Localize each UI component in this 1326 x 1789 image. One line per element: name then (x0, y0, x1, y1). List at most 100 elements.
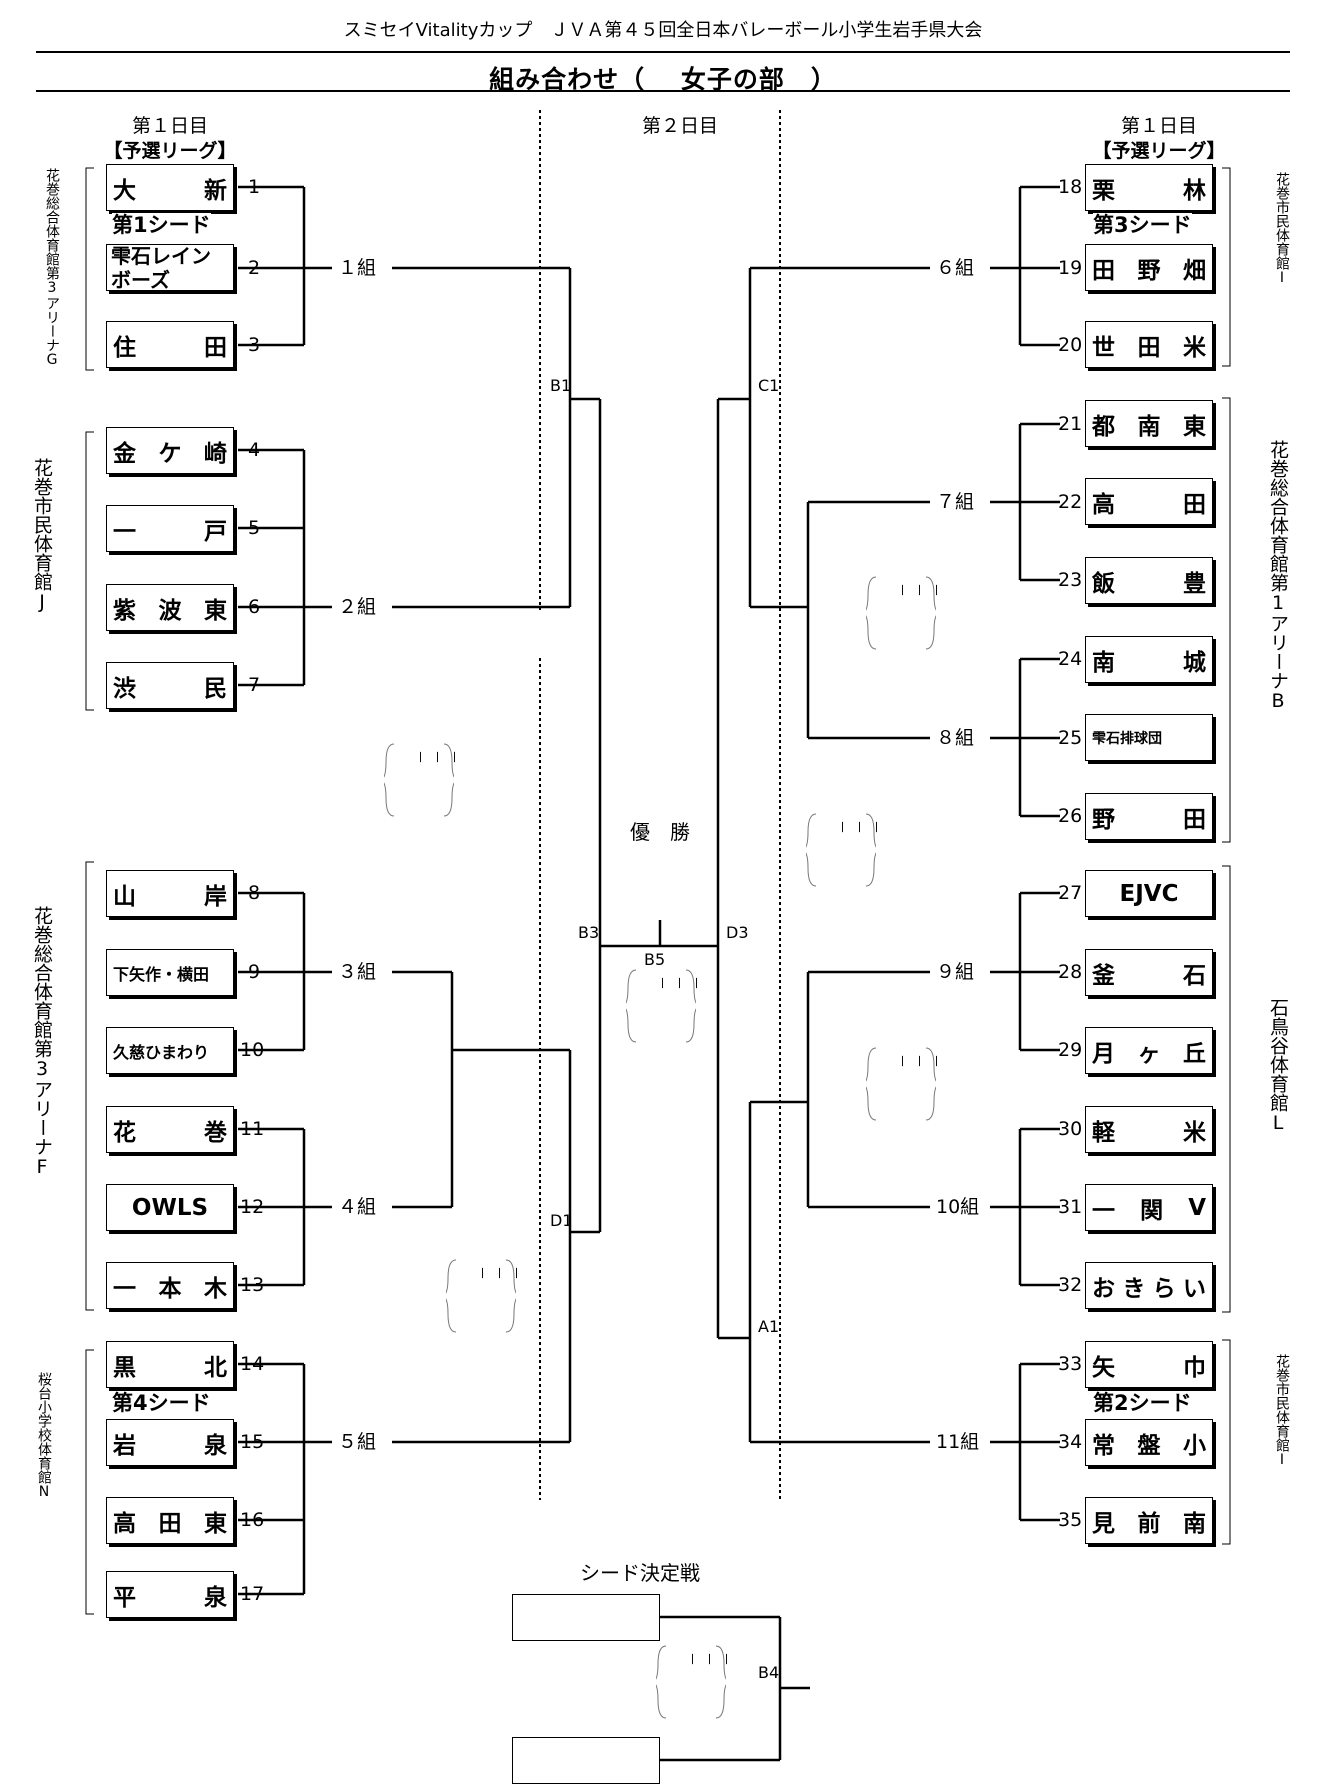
score-brace-icon (866, 1047, 936, 1121)
score-blank-text: －－－ (653, 976, 703, 996)
team-number: 23 (1058, 569, 1083, 591)
group-label: ９組 (932, 961, 979, 983)
block-label-d3: D3 (726, 923, 749, 942)
team-number: 4 (248, 439, 261, 461)
score-blank-text: －－－ (893, 1054, 943, 1074)
score-brace-icon (626, 969, 696, 1043)
team-box: 田野畑 (1085, 244, 1213, 291)
team-number: 2 (248, 257, 261, 279)
team-box: 世田米 (1085, 321, 1213, 368)
score-blank-text: －－－ (683, 1652, 733, 1672)
team-box: 平泉 (106, 1571, 234, 1618)
block-label-b1: B1 (550, 376, 572, 395)
team-number: 14 (240, 1353, 265, 1375)
group-label: ３組 (334, 961, 381, 983)
team-box: 雫石レインボーズ (106, 244, 234, 292)
group-label: ７組 (932, 491, 979, 513)
team-number: 11 (240, 1118, 265, 1140)
team-box: OWLS (106, 1184, 234, 1231)
day1-right: 第１日目 (1120, 115, 1197, 137)
team-box: 高田 (1085, 478, 1213, 525)
day1-left: 第１日目 (131, 115, 208, 137)
team-number: 17 (240, 1583, 265, 1605)
block-label-a1: A1 (758, 1317, 780, 1336)
team-box: 栗林 (1085, 164, 1213, 211)
team-number: 1 (248, 176, 261, 198)
seed-label-4: 第4シード (112, 1391, 211, 1415)
venue-right-2: 花巻総合体育館第1アリーナB (1267, 440, 1289, 712)
venue-left-2: 花巻市民体育館J (31, 458, 53, 613)
team-box: 常盤小 (1085, 1419, 1213, 1466)
block-label-c1: C1 (758, 376, 780, 395)
seed-label-3: 第3シード (1093, 213, 1192, 237)
seed-match-title: シード決定戦 (580, 1561, 700, 1585)
group-label: 11組 (932, 1431, 984, 1453)
team-box: 雫石排球団 (1085, 714, 1213, 761)
team-number: 3 (248, 334, 261, 356)
champion-label: 優 勝 (630, 820, 690, 844)
team-number: 12 (240, 1196, 265, 1218)
team-box: 見前南 (1085, 1497, 1213, 1544)
team-number: 20 (1058, 334, 1083, 356)
team-box: 岩泉 (106, 1419, 234, 1466)
team-number: 7 (248, 674, 261, 696)
score-blank-text: －－－ (893, 583, 943, 603)
team-box: 矢巾 (1085, 1341, 1213, 1388)
team-number: 8 (248, 882, 261, 904)
bottom-rule (36, 90, 1290, 92)
group-label: ２組 (334, 596, 381, 618)
team-box: 野田 (1085, 793, 1213, 840)
team-number: 16 (240, 1509, 265, 1531)
team-box: 大新 (106, 164, 234, 211)
seed-match-slot-top (512, 1594, 660, 1641)
score-brace-icon (656, 1645, 726, 1719)
team-box: EJVC (1085, 870, 1213, 917)
team-number: 26 (1058, 805, 1083, 827)
score-blank-text: －－－ (833, 820, 883, 840)
team-box: おきらい (1085, 1262, 1213, 1309)
team-number: 22 (1058, 491, 1083, 513)
score-blank-text: －－－ (411, 750, 461, 770)
league-right: 【予選リーグ】 (1092, 140, 1226, 162)
seed-match-slot-bottom (512, 1737, 660, 1784)
team-number: 28 (1058, 961, 1083, 983)
league-left: 【予選リーグ】 (103, 140, 237, 162)
team-number: 18 (1058, 176, 1083, 198)
team-number: 30 (1058, 1118, 1083, 1140)
header-title: スミセイVitalityカップ ＪＶＡ第４５回全日本バレーボール小学生岩手県大会 (343, 20, 983, 41)
group-label: ４組 (334, 1196, 381, 1218)
team-number: 29 (1058, 1039, 1083, 1061)
block-label-b5: B5 (644, 950, 666, 969)
team-box: 飯豊 (1085, 557, 1213, 604)
group-label: 10組 (932, 1196, 984, 1218)
team-number: 19 (1058, 257, 1083, 279)
block-label-b3: B3 (578, 923, 600, 942)
team-box: 黒北 (106, 1341, 234, 1388)
team-number: 13 (240, 1274, 265, 1296)
team-number: 25 (1058, 727, 1083, 749)
score-blank-text: －－－ (473, 1266, 523, 1286)
team-box: 金ケ崎 (106, 427, 234, 474)
team-box: 住田 (106, 321, 234, 368)
team-box: 渋民 (106, 662, 234, 709)
score-brace-icon (866, 576, 936, 650)
team-number: 33 (1058, 1353, 1083, 1375)
team-number: 35 (1058, 1509, 1083, 1531)
team-box: 軽米 (1085, 1106, 1213, 1153)
team-number: 24 (1058, 648, 1083, 670)
seed-label-1: 第1シード (112, 213, 211, 237)
venue-right-3: 石鳥谷体育館L (1267, 998, 1289, 1134)
venue-left-4: 桜台小学校体育館N (36, 1372, 52, 1500)
team-box: 下矢作・横田 (106, 949, 234, 996)
team-box: 山岸 (106, 870, 234, 917)
team-number: 21 (1058, 413, 1083, 435)
team-number: 6 (248, 596, 261, 618)
team-number: 9 (248, 961, 261, 983)
team-number: 5 (248, 517, 261, 539)
team-number: 31 (1058, 1196, 1083, 1218)
group-label: ６組 (932, 257, 979, 279)
team-box: 花巻 (106, 1106, 234, 1153)
block-label-d1: D1 (550, 1211, 573, 1230)
top-rule (36, 51, 1290, 53)
